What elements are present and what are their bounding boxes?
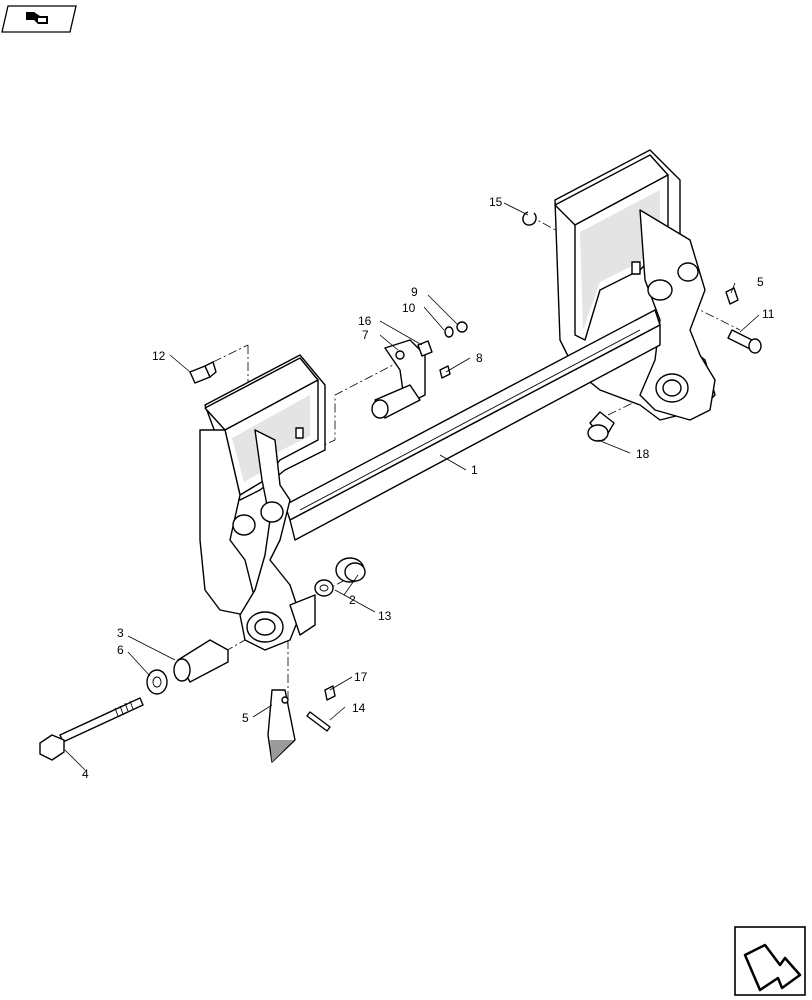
callout-17: 17	[354, 670, 368, 684]
lever-pin	[371, 339, 426, 419]
callout-13: 13	[378, 609, 392, 623]
callout-11: 11	[762, 307, 775, 321]
callout-14: 14	[352, 701, 366, 715]
next-page-button[interactable]	[734, 926, 806, 996]
callout-3: 3	[117, 626, 124, 640]
spacer-left	[314, 579, 334, 597]
lever-handle	[267, 689, 296, 763]
callout-9: 9	[411, 285, 418, 299]
clevis-pin	[727, 329, 762, 354]
previous-page-button[interactable]	[1, 5, 77, 33]
handle-grip	[173, 639, 229, 683]
callout-1: 1	[471, 463, 478, 477]
callout-2: 2	[349, 593, 356, 607]
next-page-icon	[743, 943, 802, 992]
lock-nut	[456, 321, 468, 333]
grease-fitting-right	[725, 287, 739, 305]
callout-6: 6	[117, 643, 124, 657]
bushing-right	[587, 411, 615, 442]
previous-page-icon	[26, 12, 48, 24]
callout-15: 15	[489, 195, 503, 209]
retaining-ring	[522, 211, 537, 226]
callout-labels: 1 2 3 4 5 5 6 7 8 9 10 11 12 13 14 15 16…	[82, 195, 775, 781]
callout-8: 8	[476, 351, 483, 365]
callout-18: 18	[636, 447, 650, 461]
callout-10: 10	[402, 301, 416, 315]
bushing-left	[335, 557, 366, 583]
callout-5-upper: 5	[757, 275, 764, 289]
callout-7: 7	[362, 328, 369, 342]
callout-12: 12	[152, 349, 166, 363]
washer-small	[444, 326, 454, 338]
callout-4: 4	[82, 767, 89, 781]
grease-fitting-lower	[324, 685, 336, 701]
grease-fitting-left	[439, 365, 451, 379]
washer-large	[146, 669, 168, 695]
roll-pin	[306, 711, 331, 732]
quick-attach-frame	[199, 149, 716, 651]
leader-lines	[64, 202, 760, 771]
callout-16: 16	[358, 314, 372, 328]
bolt-short	[189, 361, 217, 384]
callout-5-lower: 5	[242, 711, 249, 725]
long-bolt	[39, 697, 144, 761]
